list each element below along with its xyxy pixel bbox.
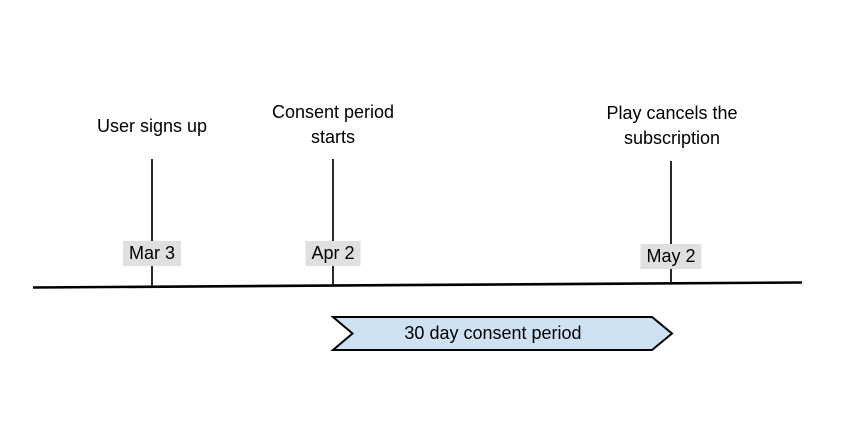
date-chip-mar3: Mar 3 <box>122 241 182 266</box>
date-chip-apr2: Apr 2 <box>305 241 361 266</box>
event-label-cancel: Play cancels the subscription <box>606 103 738 148</box>
consent-period-arrow <box>330 316 674 351</box>
event-label-consent-start: Consent period starts <box>271 102 395 147</box>
timeline-axis-line <box>32 281 803 289</box>
event-label-signup: User signs up <box>96 116 208 136</box>
date-chip-may2: May 2 <box>640 244 702 269</box>
